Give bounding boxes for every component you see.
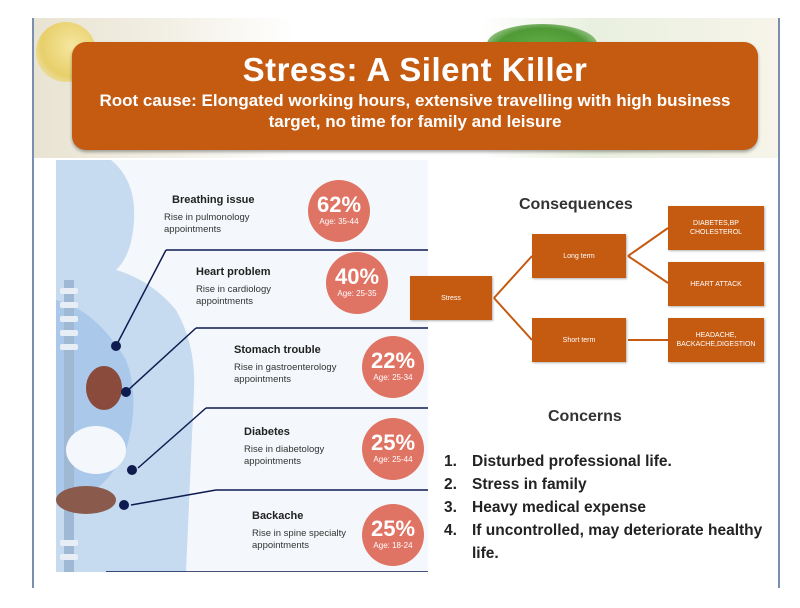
node-short-term: Short term (532, 318, 626, 362)
info-item-desc: Rise in cardiology appointments (196, 284, 271, 307)
title-banner: Stress: A Silent Killer Root cause: Elon… (72, 42, 758, 150)
info-item-diabetes: Diabetes Rise in diabetology appointment… (56, 410, 428, 492)
age-range: Age: 25-35 (337, 289, 377, 298)
info-item-desc: Rise in gastroenterology appointments (234, 362, 337, 385)
slide: Stress: A Silent Killer Root cause: Elon… (32, 18, 780, 588)
info-item-stomach: Stomach trouble Rise in gastroenterology… (56, 328, 428, 410)
consequences-heading: Consequences (519, 196, 633, 213)
concerns-heading: Concerns (548, 408, 622, 425)
info-item-title: Backache (252, 510, 304, 522)
info-item-title: Stomach trouble (234, 344, 321, 356)
percent-badge: 62% Age: 35-44 (308, 180, 370, 242)
percent-badge: 25% Age: 25-44 (362, 418, 424, 480)
node-headache: HEADACHE, BACKACHE,DIGESTION (668, 318, 764, 362)
body-silhouette-icon (56, 160, 428, 572)
info-item-breathing: Breathing issue Rise in pulmonology appo… (56, 168, 428, 250)
list-item: 4. If uncontrolled, may deteriorate heal… (444, 522, 763, 562)
percent-badge: 22% Age: 25-34 (362, 336, 424, 398)
info-item-desc: Rise in pulmonology appointments (164, 212, 250, 235)
age-range: Age: 25-44 (373, 455, 413, 464)
percent-value: 25% (370, 516, 416, 541)
info-item-title: Breathing issue (172, 194, 255, 206)
percent-badge: 25% Age: 18-24 (362, 504, 424, 566)
health-infographic: Breathing issue Rise in pulmonology appo… (56, 160, 428, 572)
info-item-heart: Heart problem Rise in cardiology appoint… (56, 248, 428, 330)
consequence-connectors (493, 227, 669, 341)
list-item: 1. Disturbed professional life. (444, 453, 672, 470)
list-item: 3. Heavy medical expense (444, 499, 647, 516)
percent-value: 40% (334, 264, 380, 289)
concerns-list: 1. Disturbed professional life. 2. Stres… (444, 450, 774, 565)
percent-badge: 40% Age: 25-35 (326, 252, 388, 314)
list-item: 2. Stress in family (444, 476, 587, 493)
frame-border-right (778, 18, 780, 588)
info-item-desc: Rise in spine specialty appointments (252, 528, 346, 551)
root-cause-subtitle: Root cause: Elongated working hours, ext… (99, 91, 731, 131)
age-range: Age: 25-34 (373, 373, 413, 382)
node-stress: Stress (410, 276, 492, 320)
info-item-title: Diabetes (244, 426, 290, 438)
info-item-desc: Rise in diabetology appointments (244, 444, 325, 467)
info-item-backache: Backache Rise in spine specialty appoint… (56, 494, 428, 572)
node-diabetes-bp: DIABETES,BP CHOLESTEROL (668, 206, 764, 250)
age-range: Age: 35-44 (319, 217, 359, 226)
node-long-term: Long term (532, 234, 626, 278)
percent-value: 62% (316, 192, 362, 217)
frame-border-left (32, 18, 34, 588)
age-range: Age: 18-24 (373, 541, 413, 550)
info-item-title: Heart problem (196, 266, 271, 278)
page-title: Stress: A Silent Killer (242, 51, 588, 88)
percent-value: 25% (370, 430, 416, 455)
percent-value: 22% (370, 348, 416, 373)
node-heart-attack: HEART ATTACK (668, 262, 764, 306)
